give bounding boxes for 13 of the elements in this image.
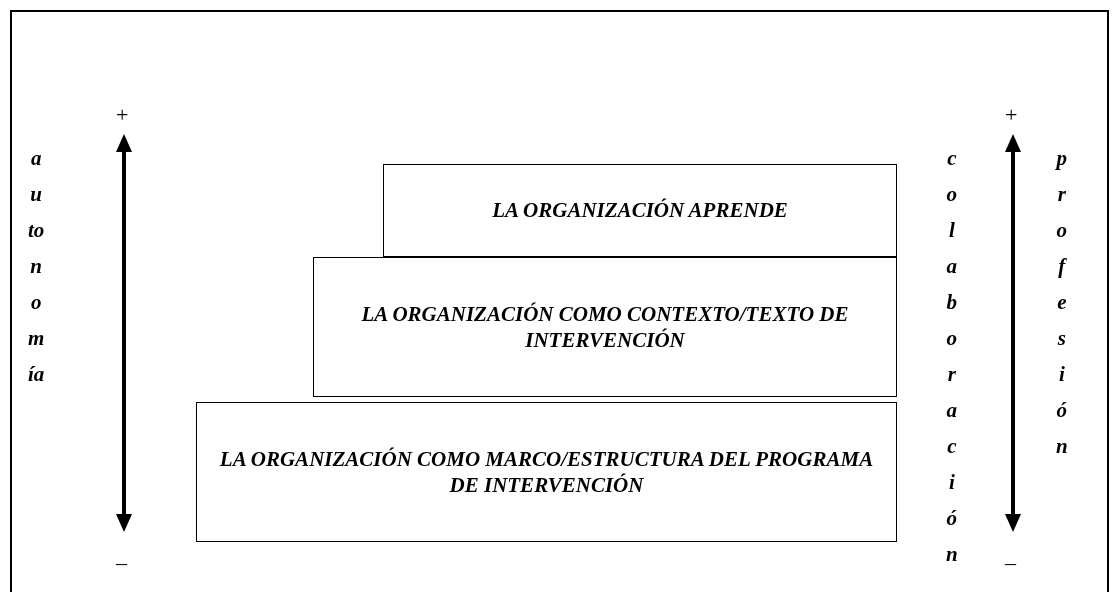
scale-sign: + (116, 104, 129, 126)
level-box (196, 402, 897, 542)
axis-word: autonomía (28, 145, 45, 388)
axis-word: colaboración (946, 145, 958, 568)
scale-sign: + (1005, 104, 1018, 126)
level-text: LA ORGANIZACIÓN COMO CONTEXTO/TEXTO DE INTERVENCIÓN (360, 300, 850, 354)
level-text: LA ORGANIZACIÓN APRENDE (492, 197, 788, 224)
scale-sign: – (1005, 552, 1016, 574)
level-box (313, 257, 897, 397)
scale-sign: – (116, 552, 127, 574)
level-box (383, 164, 897, 257)
axis-word: profesión (1056, 145, 1068, 460)
level-text: LA ORGANIZACIÓN COMO MARCO/ESTRUCTURA DEL PROGRAMA DE INTERVENCIÓN (218, 445, 875, 499)
